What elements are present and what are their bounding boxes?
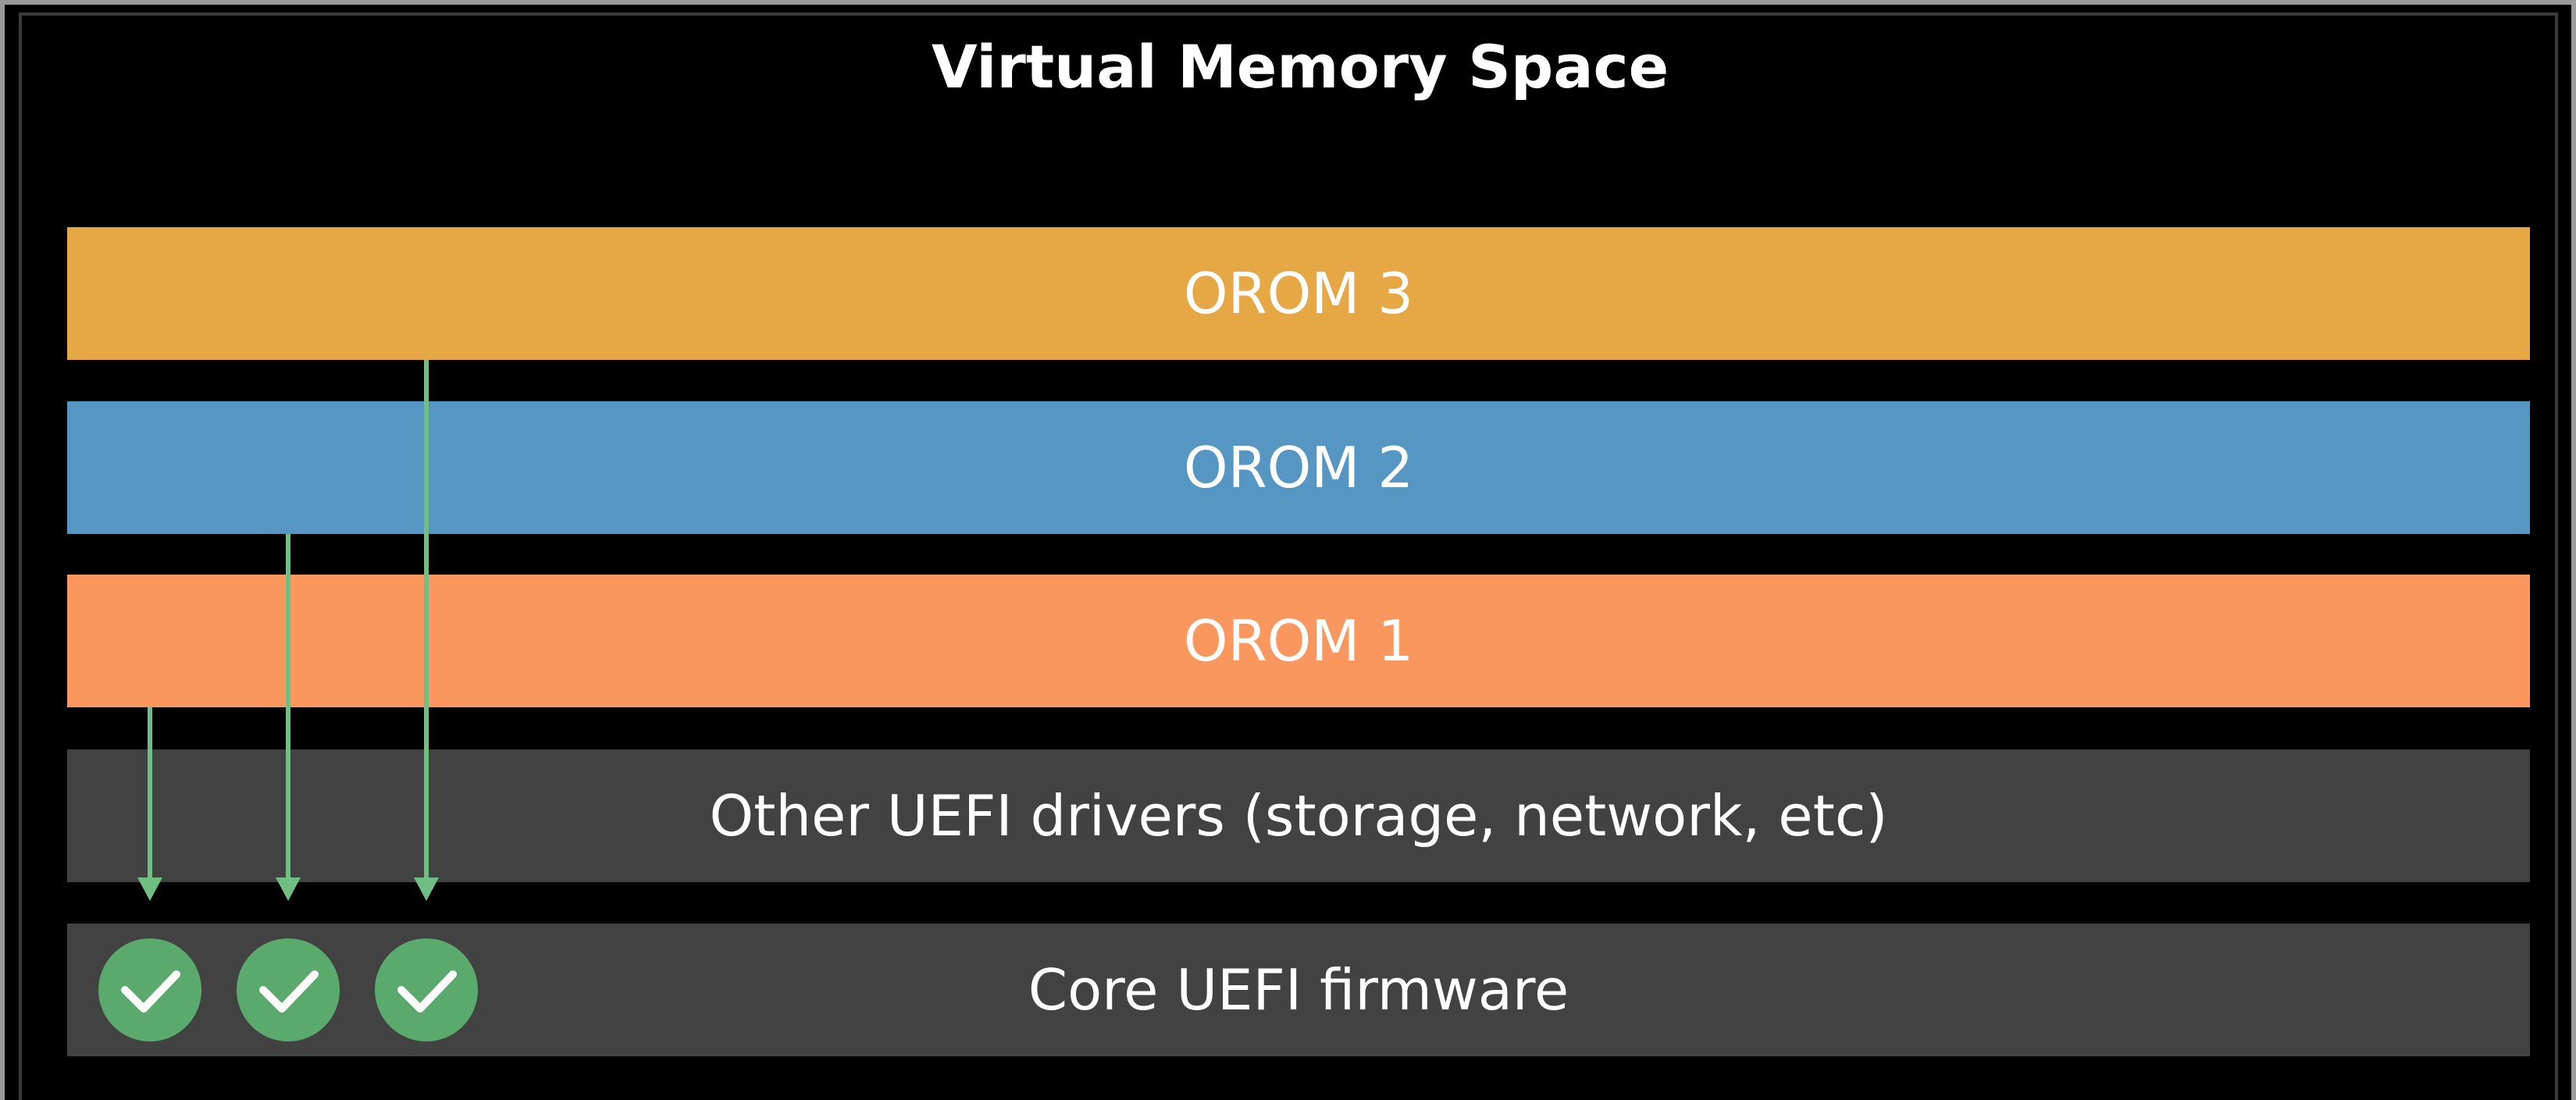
layer-orom-3: OROM 3 (67, 227, 2530, 360)
check-circle-icon (98, 938, 201, 1041)
layer-orom-3-label: OROM 3 (1183, 261, 1414, 326)
layer-orom-1-label: OROM 1 (1183, 608, 1414, 674)
check-circle-icon (237, 938, 340, 1041)
diagram-inner-frame (19, 12, 2558, 1100)
check-circle-icon (375, 938, 478, 1041)
arrow-orom-3-to-core (414, 360, 439, 901)
layer-other-uefi-drivers-label: Other UEFI drivers (storage, network, et… (709, 783, 1888, 849)
layer-orom-2: OROM 2 (67, 401, 2530, 534)
layer-other-uefi-drivers: Other UEFI drivers (storage, network, et… (67, 749, 2530, 882)
layer-orom-1: OROM 1 (67, 575, 2530, 707)
layer-core-uefi-firmware-label: Core UEFI firmware (1028, 957, 1569, 1023)
layer-orom-2-label: OROM 2 (1183, 435, 1414, 500)
arrow-orom-1-to-core (137, 707, 162, 901)
arrow-orom-2-to-core (276, 534, 301, 901)
diagram-title: Virtual Memory Space (931, 32, 1669, 101)
